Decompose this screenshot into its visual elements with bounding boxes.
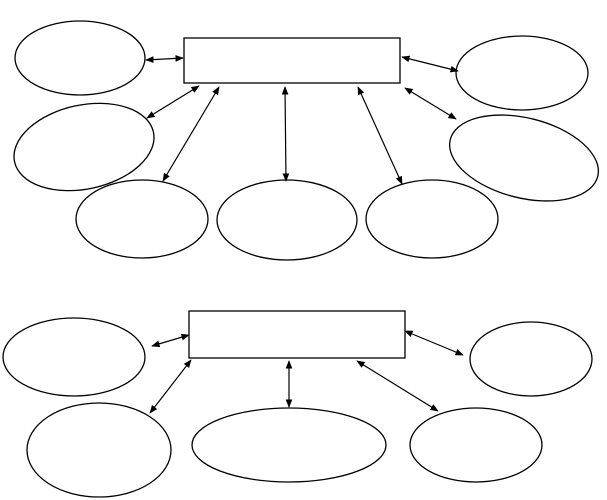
top-bubble-bottom-3[interactable] <box>365 179 499 259</box>
bottom-bubble-left-top[interactable] <box>2 317 146 397</box>
bottom-bubble-right-top[interactable] <box>469 321 593 397</box>
top-connector-bottom-1 <box>162 86 220 182</box>
top-bubble-bottom-2[interactable] <box>216 179 358 261</box>
top-connector-left-mid <box>146 85 200 119</box>
top-connector-left-top <box>145 55 184 63</box>
bottom-connector-right-top <box>404 330 464 356</box>
bottom-bubble-bottom-2[interactable] <box>191 407 387 483</box>
top-center-box[interactable] <box>183 37 401 84</box>
bottom-connector-bottom-1 <box>149 359 192 414</box>
top-bubble-right-mid[interactable] <box>441 101 607 215</box>
bottom-center-box[interactable] <box>188 310 406 359</box>
top-web-diagram <box>6 20 607 261</box>
top-connector-bottom-2 <box>281 86 290 182</box>
top-bubble-left-top[interactable] <box>14 20 146 96</box>
bottom-bubble-bottom-1[interactable] <box>26 402 172 498</box>
bottom-web-diagram <box>2 310 593 498</box>
top-bubble-bottom-1[interactable] <box>75 179 209 259</box>
bottom-connector-bottom-3 <box>356 360 439 412</box>
top-bubble-right-top[interactable] <box>455 35 589 111</box>
top-bubble-left-mid[interactable] <box>6 91 162 203</box>
bottom-connector-left-top <box>151 333 190 348</box>
top-connector-bottom-3 <box>357 86 403 185</box>
bottom-bubble-bottom-3[interactable] <box>409 407 543 483</box>
top-connector-right-mid <box>404 87 457 120</box>
top-connector-right-top <box>401 55 459 73</box>
